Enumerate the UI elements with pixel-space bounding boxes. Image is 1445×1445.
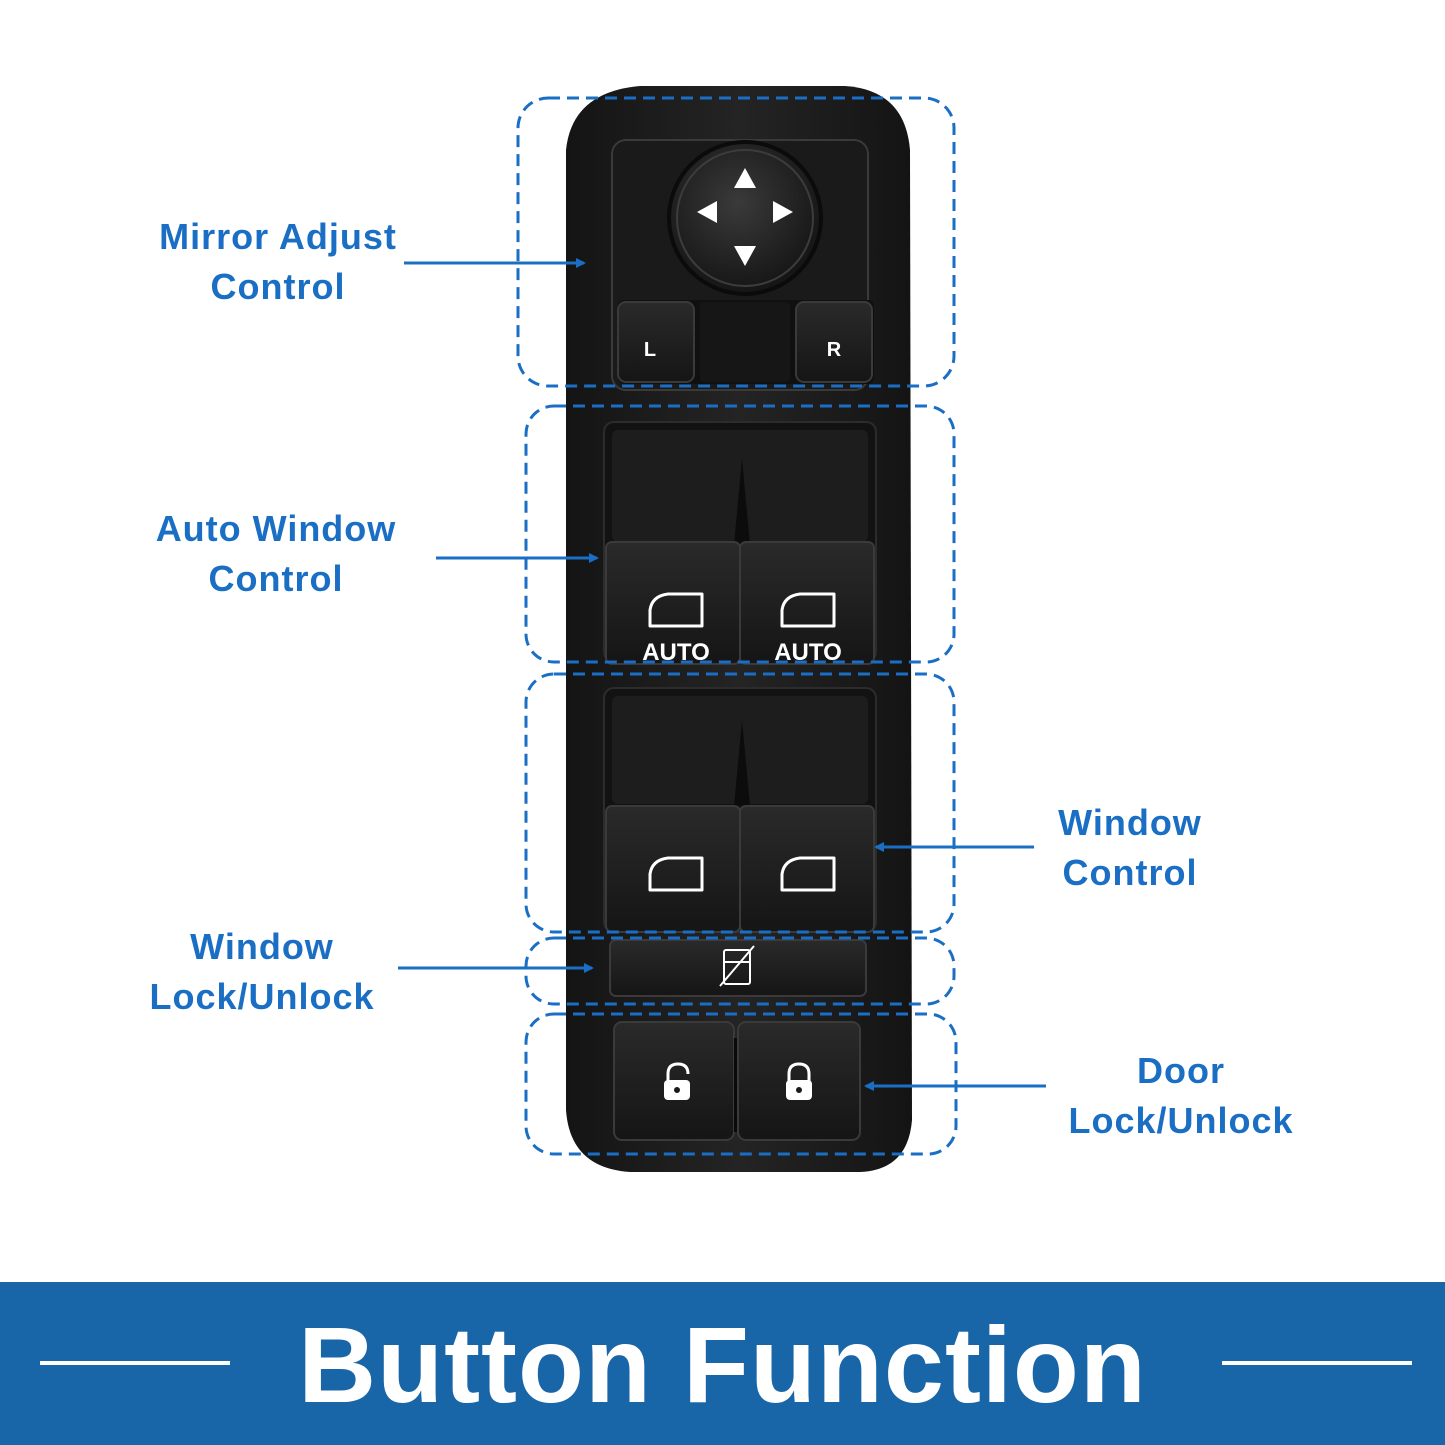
mirror-highlight-box (516, 96, 956, 388)
door-lock-callout: Door Lock/Unlock (1068, 1050, 1294, 1141)
auto-window-callout: Auto Window Control (155, 508, 397, 599)
title-banner (0, 1282, 1445, 1445)
up-arrow-icon (734, 168, 756, 188)
mirror-right-button[interactable]: R (795, 301, 873, 383)
locked-padlock-icon (786, 1062, 812, 1100)
door-unlock-button[interactable] (613, 1021, 735, 1141)
door-lock-button[interactable] (737, 1021, 861, 1141)
mirror-left-button[interactable]: L (617, 301, 695, 383)
window-icon (780, 856, 836, 892)
unlocked-padlock-icon (664, 1062, 690, 1100)
banner-rule-right (1222, 1361, 1412, 1365)
banner-rule-left (40, 1361, 230, 1365)
mirror-center-plate (700, 302, 790, 382)
down-arrow-icon (734, 246, 756, 266)
window-lock-highlight-box (524, 936, 956, 1006)
mirror-adjust-callout: Mirror Adjust Control (159, 216, 397, 307)
banner-title: Button Function (298, 1304, 1147, 1425)
right-arrow-icon (773, 201, 793, 223)
window-lock-button[interactable] (609, 939, 867, 997)
left-arrow-icon (697, 201, 717, 223)
window-icon (780, 592, 836, 628)
window-control-callout: Window Control (1058, 802, 1202, 893)
window-divider (734, 720, 750, 806)
door-lock-highlight-box (524, 1012, 958, 1156)
auto-window-left-switch[interactable]: AUTO (605, 541, 741, 666)
auto-window-divider (734, 458, 750, 545)
window-right-switch[interactable] (739, 805, 875, 933)
window-icon (648, 592, 704, 628)
mirror-adjust-knob[interactable] (667, 140, 823, 296)
window-icon (648, 856, 704, 892)
window-lock-callout: Window Lock/Unlock (149, 926, 375, 1017)
window-lock-icon (719, 945, 755, 987)
mirror-right-label: R (827, 339, 842, 361)
mirror-left-label: L (644, 339, 656, 361)
auto-window-right-switch[interactable]: AUTO (739, 541, 875, 666)
window-left-switch[interactable] (605, 805, 741, 933)
auto-window-highlight-box (524, 404, 956, 664)
window-highlight-box (524, 672, 956, 934)
door-lock-divider (734, 1038, 738, 1132)
